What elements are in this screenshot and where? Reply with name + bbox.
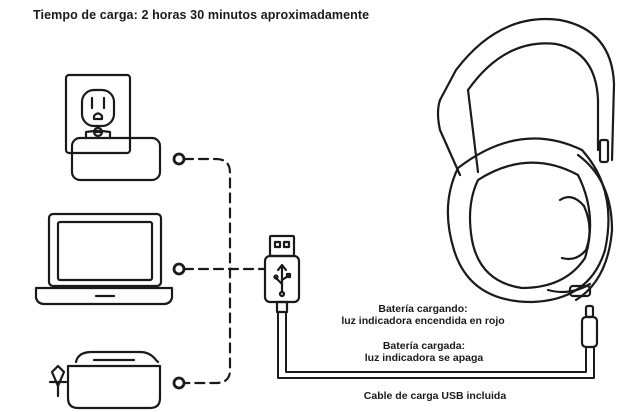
dashed-links <box>182 157 266 385</box>
usb-c-plug-icon <box>580 304 599 349</box>
car-port <box>172 376 186 390</box>
usb-cable-caption: Cable de carga USB incluida <box>363 390 507 402</box>
charging-status-label: Batería cargando: <box>378 303 468 315</box>
charged-status-note: Batería cargada: luz indicadora se apaga <box>330 340 518 364</box>
charging-time-title: Tiempo de carga: 2 horas 30 minutos apro… <box>33 8 370 22</box>
car-charger-icon <box>48 350 162 410</box>
outlet-port <box>172 152 186 166</box>
wall-outlet-charger-icon <box>64 73 162 182</box>
laptop-icon <box>34 212 174 306</box>
charging-status-detail: luz indicadora encendida en rojo <box>341 315 505 327</box>
usb-a-plug-icon <box>263 234 301 314</box>
charging-status-note: Batería cargando: luz indicadora encendi… <box>316 303 530 327</box>
charged-status-label: Batería cargada: <box>382 340 466 352</box>
charged-status-detail: luz indicadora se apaga <box>364 352 484 364</box>
laptop-port <box>172 262 186 276</box>
usb-cable <box>277 311 595 379</box>
headphones-icon <box>436 18 616 304</box>
